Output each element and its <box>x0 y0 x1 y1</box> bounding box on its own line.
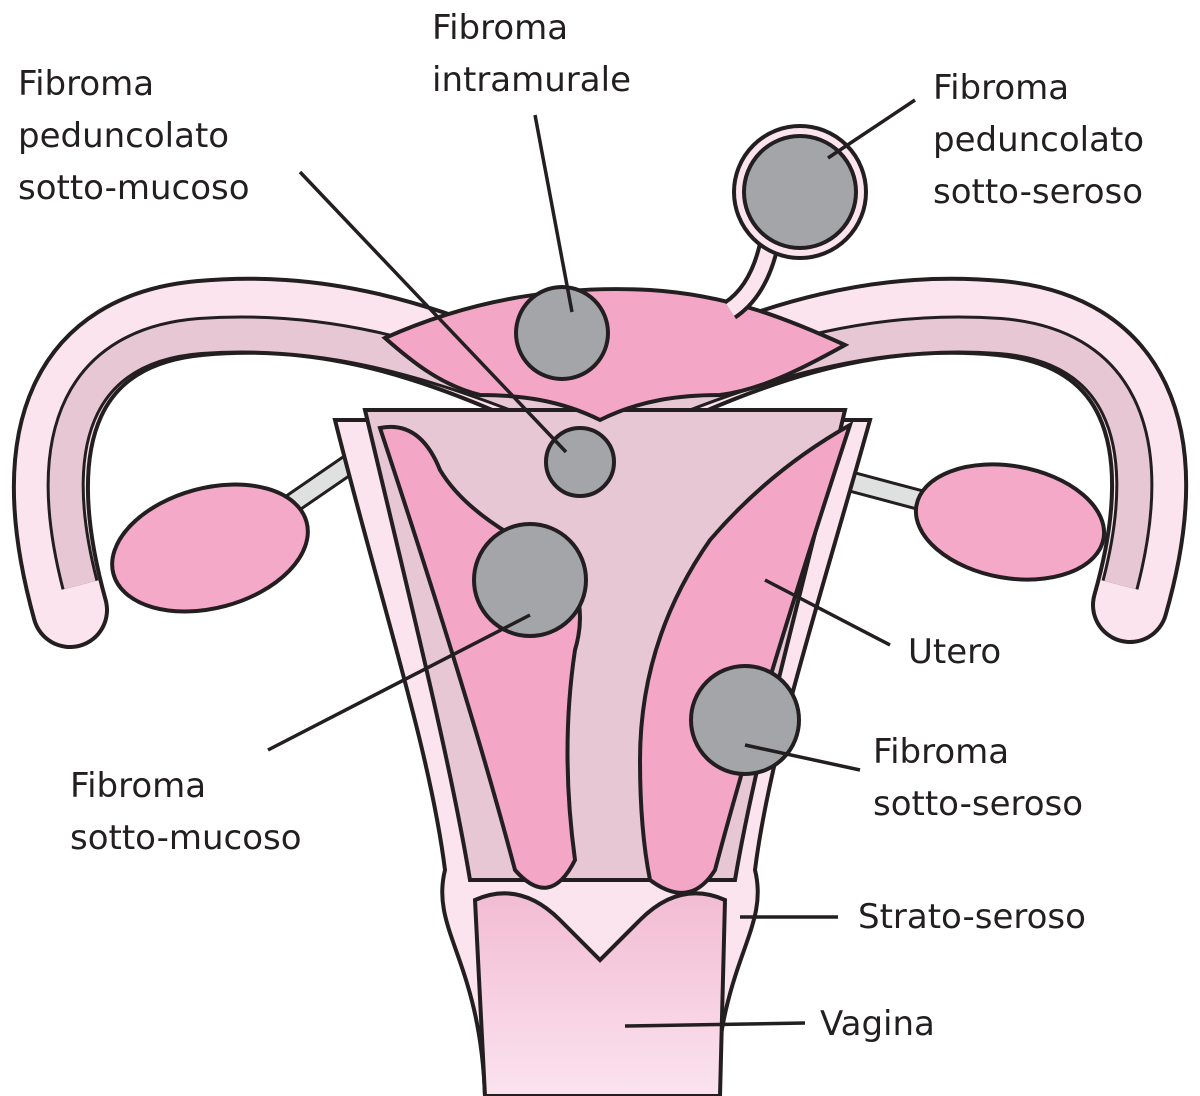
label-intramural-fibroid: Fibroma intramurale <box>432 2 631 106</box>
left-wall-muscle <box>377 424 582 890</box>
label-line: peduncolato <box>933 120 1145 160</box>
fibroid-intramural <box>514 285 610 381</box>
label-line: Utero <box>908 632 1002 672</box>
fibroid-submucosal <box>472 522 588 638</box>
label-line: sotto-mucoso <box>70 818 302 858</box>
label-line: Fibroma <box>873 732 1010 772</box>
label-line: sotto-seroso <box>933 172 1144 212</box>
label-vagina: Vagina <box>820 998 935 1050</box>
label-line: Fibroma <box>18 64 155 104</box>
right-ovary <box>913 462 1107 582</box>
label-line: sotto-mucoso <box>18 168 250 208</box>
label-line: Fibroma <box>933 68 1070 108</box>
label-line: Vagina <box>820 1004 935 1044</box>
label-submucosal-fibroid: Fibroma sotto-mucoso <box>70 760 302 864</box>
label-line: intramurale <box>432 60 631 100</box>
label-subserosal-fibroid: Fibroma sotto-seroso <box>873 726 1083 830</box>
label-line: Fibroma <box>432 8 569 48</box>
label-line: Fibroma <box>70 766 207 806</box>
label-uterus: Utero <box>908 626 1001 678</box>
fibroid-subserosal <box>689 664 801 776</box>
label-serosa: Strato-seroso <box>858 891 1086 943</box>
label-line: Strato-seroso <box>858 897 1086 937</box>
label-pedunculated-submucosal-fibroid: Fibroma peduncolato sotto-mucoso <box>18 58 250 214</box>
label-pedunculated-subserosal-fibroid: Fibroma peduncolato sotto-seroso <box>933 62 1144 218</box>
fibroid-pedunculated-submucosal <box>544 426 616 498</box>
fundus-muscle <box>381 287 850 423</box>
leader-lines <box>267 98 916 1028</box>
label-line: peduncolato <box>18 116 230 156</box>
label-line: sotto-seroso <box>873 784 1084 824</box>
cervix <box>472 891 728 1096</box>
left-ovary <box>110 482 310 614</box>
fibroids <box>472 124 868 776</box>
